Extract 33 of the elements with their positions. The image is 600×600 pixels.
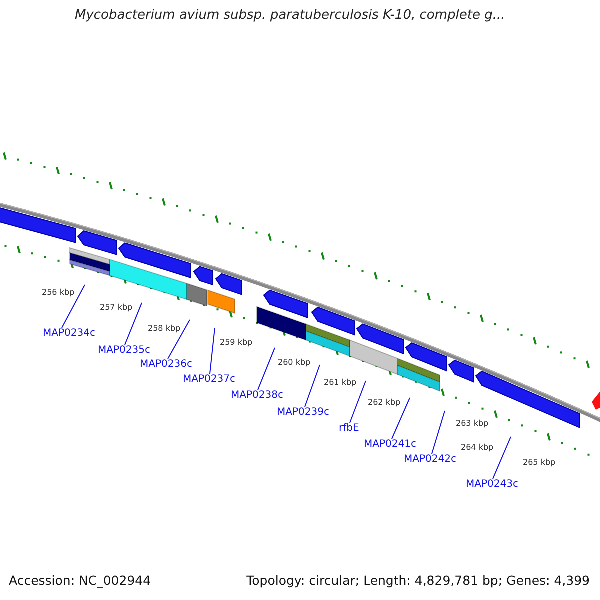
- gene-label: MAP0235c: [98, 345, 150, 356]
- accession-text: Accession: NC_002944: [9, 574, 152, 588]
- scale-label: 258 kbp: [148, 324, 181, 334]
- leader-line: [258, 348, 276, 390]
- leader-line: [492, 436, 512, 480]
- gene-label: MAP0239c: [277, 407, 330, 418]
- scale-label: 262 kbp: [368, 398, 401, 408]
- gene-label: MAP0238c: [231, 390, 284, 402]
- scale-label: 264 kbp: [461, 443, 494, 452]
- leader-line: [210, 328, 216, 374]
- leader-line: [168, 320, 190, 360]
- scale-label: 256 kbp: [42, 288, 75, 298]
- scale-label: 259 kbp: [220, 338, 253, 348]
- gene-label: MAP0241c: [364, 439, 416, 450]
- gene-label: MAP0234c: [43, 328, 96, 340]
- scale-label: 261 kbp: [324, 378, 357, 388]
- scale-label: 257 kbp: [100, 303, 133, 312]
- gene-label: MAP0243c: [466, 479, 518, 490]
- leader-line: [62, 284, 86, 328]
- gene-label: MAP0237c: [183, 374, 236, 386]
- leader-line: [350, 380, 366, 424]
- scale-label: 260 kbp: [278, 358, 311, 368]
- leader-line: [124, 302, 142, 346]
- gene-label: MAP0242c: [404, 454, 456, 466]
- scale-label: 263 kbp: [456, 419, 489, 428]
- gene-label: rfbE: [339, 423, 360, 434]
- sequence-info-text: Topology: circular; Length: 4,829,781 bp; Genes: 4,399: [246, 574, 590, 588]
- leader-line: [304, 364, 320, 408]
- leader-line: [432, 410, 446, 454]
- map-title: Mycobacterium avium subsp. paratuberculosis K-10, complete g...: [75, 9, 506, 24]
- scale-label: 265 kbp: [523, 458, 556, 468]
- leader-line: [392, 398, 410, 440]
- gene-label: MAP0236c: [140, 359, 192, 370]
